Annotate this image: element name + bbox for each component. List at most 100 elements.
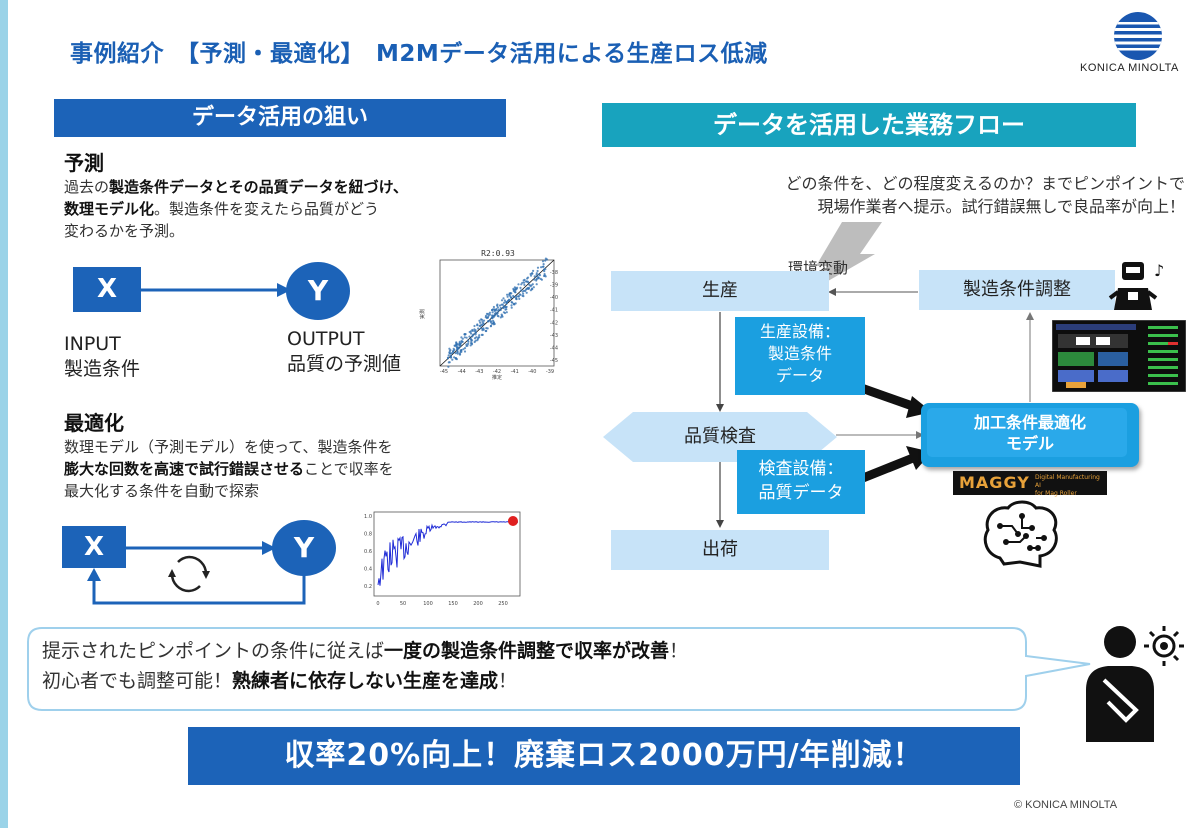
scatter-point [541,265,544,268]
scatter-point [510,306,513,309]
scatter-point [499,308,502,312]
scatter-point [535,272,538,275]
scatter-point [451,358,454,361]
scatter-point [520,283,523,286]
quality-check-label: 品質検査 [684,426,756,447]
scatter-point [449,355,452,359]
scatter-point [467,342,470,345]
scatter-point [533,278,536,281]
scatter-point [500,299,504,302]
scatter-point [530,284,533,287]
worker-with-music-icon: ♪ [1108,261,1164,310]
scatter-point [523,278,526,281]
scatter-point [460,350,463,353]
scatter-point [468,330,471,334]
scatter-point [474,339,477,342]
scatter-point [536,269,539,273]
scatter-point [476,324,479,327]
predict-description: 過去の製造条件データとその品質データを紐づけ、 数理モデル化。製造条件を変えたら… [64,178,408,240]
scatter-point [544,257,547,260]
scatter-point [463,336,466,339]
scatter-point [453,344,456,347]
scatter-point [467,340,470,343]
curve-y-tick: 0.2 [364,584,372,590]
scatter-point [543,270,546,273]
scatter-point [514,291,517,294]
scatter-title: R2:0.93 [481,249,515,258]
scatter-point [505,311,508,314]
person-with-idea-icon [1086,626,1184,742]
scatter-point [491,311,494,314]
scatter-point [488,311,491,314]
curve-x-tick: 0 [376,601,379,607]
scatter-point [519,286,522,289]
scatter-point [448,361,451,364]
scatter-point [520,289,523,292]
scatter-point [503,301,506,304]
scatter-point [490,314,494,317]
scatter-point [478,336,481,339]
scatter-point [522,281,526,284]
scatter-point [480,323,483,326]
cycle-arrows-icon [168,555,210,593]
scatter-ylabel: 実測 [419,309,426,319]
scatter-point [500,303,503,306]
svg-text:♪: ♪ [1154,261,1164,280]
scatter-point [448,347,451,350]
scatter-point [518,297,521,300]
scatter-point [484,329,487,333]
scatter-point [496,306,499,309]
predict-heading: 予測 [64,151,104,175]
scatter-y-tick: -43 [550,333,558,339]
scatter-y-tick: -40 [550,295,558,301]
scatter-point [448,350,451,353]
scatter-point [496,311,499,315]
scatter-point [473,337,477,340]
scatter-point [482,327,485,330]
scatter-point [452,347,455,350]
scatter-point [528,283,531,286]
scatter-point [544,259,547,262]
scatter-point [447,354,450,357]
scatter-point [479,321,482,324]
scatter-point [463,347,467,350]
scatter-point [456,343,459,346]
curve-x-tick: 50 [400,601,406,607]
equipment-data-box: 生産設備： 製造条件 データ [735,317,865,395]
scatter-point [481,333,484,336]
curve-x-tick: 250 [498,601,508,607]
scatter-point [471,328,474,332]
scatter-point [468,335,471,338]
scatter-point [521,294,524,297]
speech-bubble [27,627,1091,711]
scatter-point [508,299,511,302]
scatter-point [463,333,466,336]
scatter-point [491,317,494,320]
scatter-point [537,277,540,280]
scatter-y-tick: -38 [550,270,558,276]
scatter-point [449,352,452,355]
optimum-point-marker [508,516,518,526]
scatter-point [497,315,500,318]
scatter-point [465,336,468,339]
scatter-point [497,308,501,311]
scatter-point [481,329,484,332]
scatter-point [482,319,486,322]
scatter-point [478,334,481,337]
scatter-point [487,320,490,323]
scatter-point [471,334,474,337]
scatter-point [515,295,518,298]
scatter-point [452,350,455,353]
ai-brain-circuit-icon [983,500,1058,568]
scatter-x-tick: -39 [546,369,554,375]
optimize-arrow-icon [126,541,276,555]
scatter-x-tick: -42 [493,369,501,375]
scatter-point [535,283,538,286]
scatter-point [474,329,477,332]
result-banner: 収率20%向上！廃棄ロス2000万円/年削減！ [188,727,1020,785]
scatter-point [512,287,515,290]
scatter-point [536,266,540,269]
scatter-point [496,304,499,307]
section-title-purpose: データ活用の狙い [54,99,506,137]
